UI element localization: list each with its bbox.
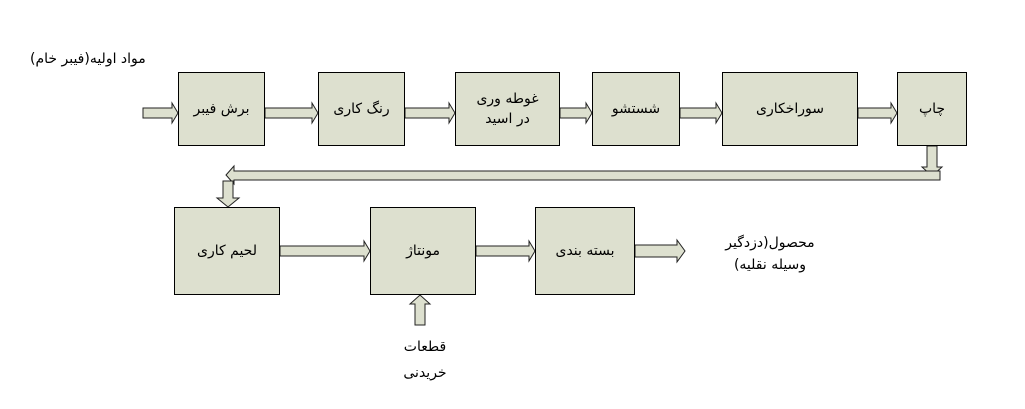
output-label-line1: محصول(دزدگیر	[725, 235, 815, 251]
arrow-5-6	[857, 101, 898, 125]
parts-up-arrow	[408, 294, 432, 326]
step-fiber-cutting: برش فیبر	[178, 72, 265, 146]
step-acid-immersion: غوطه وری در اسید	[455, 72, 560, 146]
parts-label-line2: خریدنی	[403, 365, 447, 381]
down-arrow-to-soldering	[215, 180, 241, 208]
arrow-1-2	[264, 101, 319, 125]
step-soldering: لحیم کاری	[174, 207, 280, 295]
step-label: سوراخکاری	[756, 101, 824, 117]
arrow-4-5	[679, 101, 723, 125]
output-label-line2: وسیله نقلیه)	[733, 257, 807, 273]
step-label: چاپ	[918, 101, 946, 117]
step-painting: رنگ کاری	[318, 72, 405, 146]
step-packaging: بسته بندی	[535, 207, 635, 295]
arrow-b2-b3	[475, 239, 536, 263]
arrow-b1-b2	[279, 239, 371, 263]
step-printing: چاپ	[897, 72, 967, 146]
step-washing: شستشو	[592, 72, 680, 146]
step-drilling: سوراخکاری	[722, 72, 858, 146]
parts-label: قطعات خریدنی	[385, 334, 465, 386]
return-arrow	[225, 164, 941, 186]
input-arrow	[142, 101, 179, 125]
step-assembly: مونتاژ	[370, 207, 476, 295]
step-label: شستشو	[611, 101, 661, 117]
step-label: مونتاژ	[406, 243, 440, 259]
arrow-3-4	[559, 101, 593, 125]
arrow-2-3	[404, 101, 456, 125]
output-arrow	[634, 238, 686, 264]
step-label: رنگ کاری	[333, 101, 390, 117]
step-label-line2: در اسید	[485, 111, 530, 127]
step-label: غوطه وری	[476, 91, 539, 107]
parts-label-line1: قطعات	[403, 339, 447, 355]
step-label: لحیم کاری	[197, 243, 257, 259]
step-label: برش فیبر	[193, 101, 250, 117]
step-label: بسته بندی	[555, 243, 615, 259]
output-label: محصول(دزدگیر وسیله نقلیه)	[705, 232, 835, 276]
input-label: مواد اولیه(فیبر خام)	[30, 51, 146, 67]
